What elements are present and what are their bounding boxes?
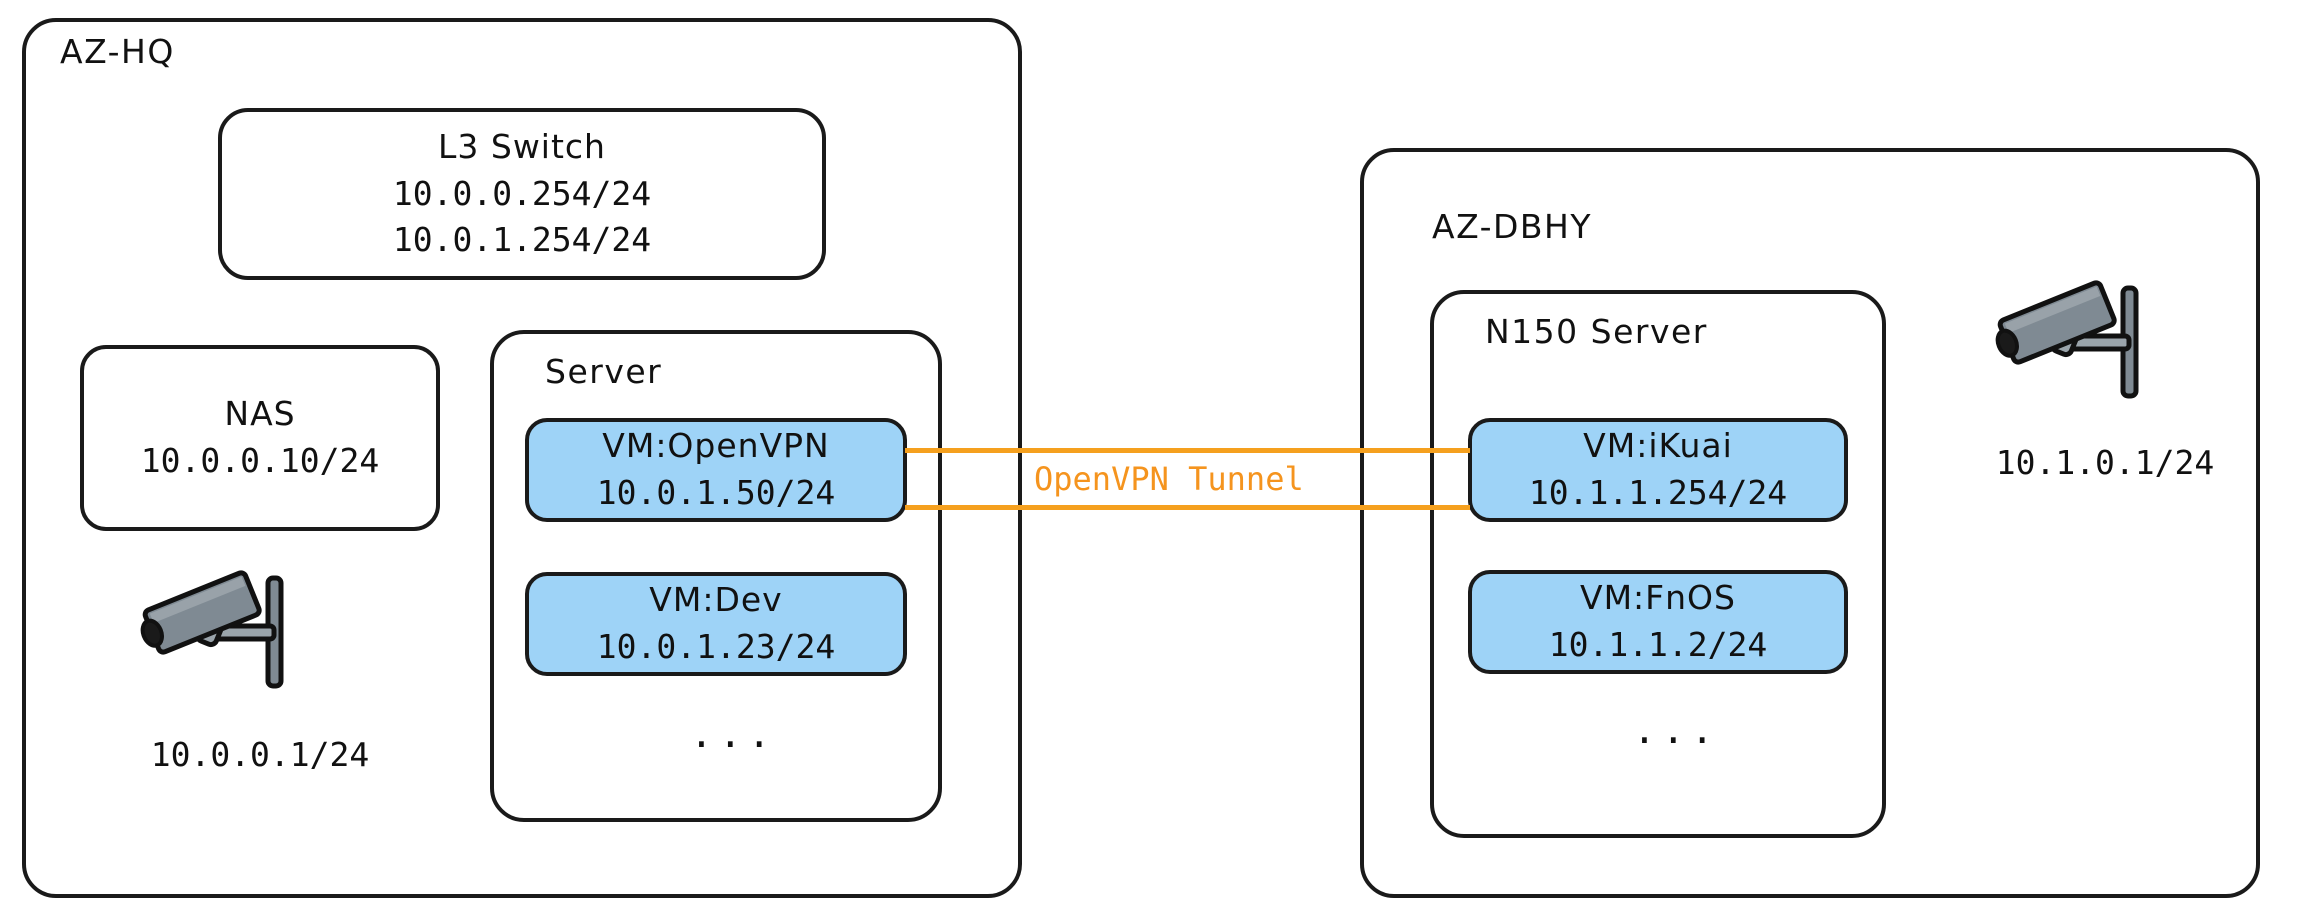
hq-camera-ip: 10.0.0.1/24 xyxy=(150,735,370,774)
vm-ikuai-ip: 10.1.1.254/24 xyxy=(1528,473,1788,512)
node-l3-switch[interactable]: L3 Switch 10.0.0.254/24 10.0.1.254/24 xyxy=(218,108,826,280)
node-n150-server[interactable] xyxy=(1430,290,1886,838)
vm-fnos-name: VM:FnOS xyxy=(1580,578,1736,618)
group-az-hq-label: AZ-HQ xyxy=(60,32,175,71)
nas-title: NAS xyxy=(224,394,296,434)
node-nas[interactable]: NAS 10.0.0.10/24 xyxy=(80,345,440,531)
vm-openvpn[interactable]: VM:OpenVPN 10.0.1.50/24 xyxy=(525,418,907,522)
vm-dev-ip: 10.0.1.23/24 xyxy=(596,627,836,666)
group-az-dbhy-label: AZ-DBHY xyxy=(1432,207,1593,246)
n150-server-ellipsis: ... xyxy=(1633,708,1720,752)
cctv-camera-icon-dbhy xyxy=(1995,280,2175,405)
vm-dev-name: VM:Dev xyxy=(649,580,783,620)
dbhy-camera-ip: 10.1.0.1/24 xyxy=(1995,443,2215,482)
vm-openvpn-ip: 10.0.1.50/24 xyxy=(596,473,836,512)
tunnel-label: OpenVPN Tunnel xyxy=(1028,460,1310,498)
cctv-camera-icon-hq xyxy=(140,570,320,695)
vm-dev[interactable]: VM:Dev 10.0.1.23/24 xyxy=(525,572,907,676)
n150-server-title: N150 Server xyxy=(1485,312,1708,351)
l3-switch-title: L3 Switch xyxy=(438,126,606,166)
vm-fnos-ip: 10.1.1.2/24 xyxy=(1548,625,1768,664)
hq-server-title: Server xyxy=(545,352,663,391)
l3-switch-ip-1: 10.0.0.254/24 xyxy=(392,173,652,213)
hq-server-ellipsis: ... xyxy=(690,712,777,756)
tunnel-line-top xyxy=(905,448,1470,453)
l3-switch-ip-2: 10.0.1.254/24 xyxy=(392,220,652,260)
vm-ikuai-name: VM:iKuai xyxy=(1583,426,1733,466)
vm-ikuai[interactable]: VM:iKuai 10.1.1.254/24 xyxy=(1468,418,1848,522)
vm-fnos[interactable]: VM:FnOS 10.1.1.2/24 xyxy=(1468,570,1848,674)
nas-ip: 10.0.0.10/24 xyxy=(140,441,380,480)
tunnel-line-bottom xyxy=(905,505,1470,510)
vm-openvpn-name: VM:OpenVPN xyxy=(602,426,830,466)
